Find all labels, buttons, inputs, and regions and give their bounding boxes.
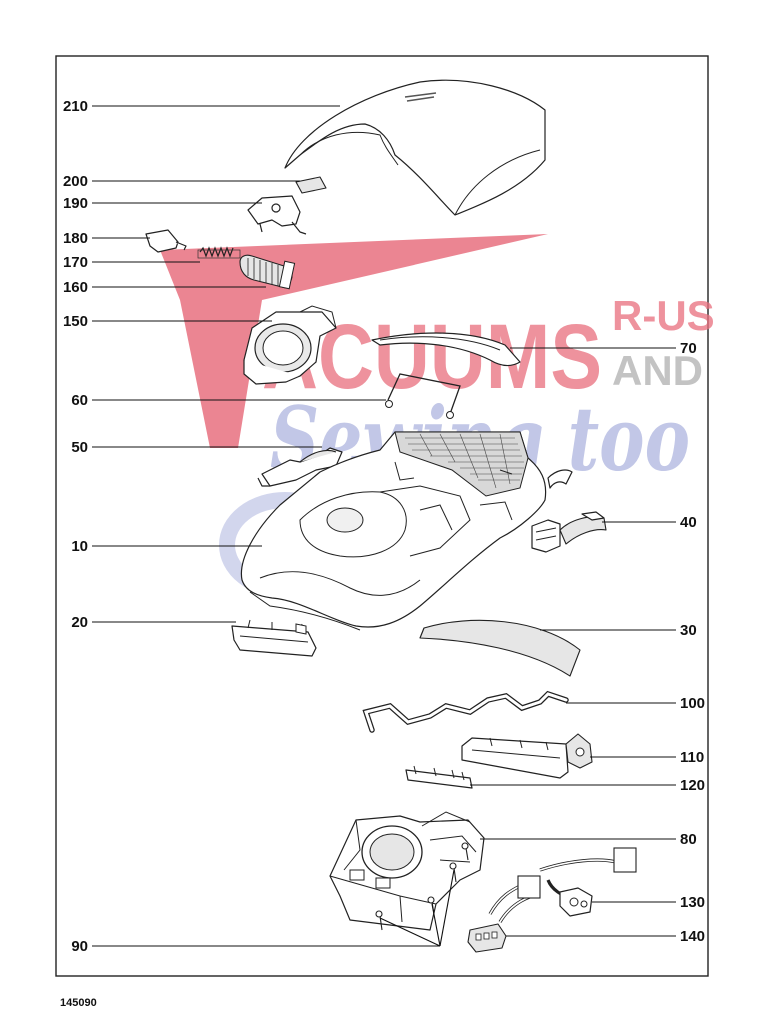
part-label-90: 90: [71, 938, 88, 955]
part-210-top-cover: [284, 79, 546, 216]
part-20-bracket: [231, 619, 317, 657]
part-label-100: 100: [680, 695, 705, 712]
part-80-base: [329, 811, 485, 931]
leader-line-90-branch-1: [431, 903, 441, 947]
part-label-50: 50: [71, 439, 88, 456]
part-40-clip: [531, 469, 607, 553]
part-50-latch: [257, 447, 343, 487]
part-label-10: 10: [71, 538, 88, 555]
diagram-code: 145090: [60, 997, 97, 1009]
part-10-main-body: [240, 431, 547, 631]
part-60-wire: [385, 373, 461, 419]
part-label-20: 20: [71, 614, 88, 631]
leader-line-90-branch-2: [439, 869, 455, 947]
part-label-30: 30: [680, 622, 697, 639]
part-190-latch: [247, 195, 307, 235]
watermark-brand-suffix-top: R-US: [612, 292, 715, 339]
part-150-housing: [243, 305, 337, 385]
part-label-170: 170: [63, 254, 88, 271]
part-180-button: [145, 229, 187, 253]
part-label-130: 130: [680, 894, 705, 911]
part-label-60: 60: [71, 392, 88, 409]
part-160-grip: [239, 254, 296, 290]
part-label-150: 150: [63, 313, 88, 330]
part-label-140: 140: [680, 928, 705, 945]
part-70-bumper: [371, 332, 521, 367]
part-110-rail: [461, 733, 593, 779]
part-130-connector: [539, 847, 637, 917]
leader-line-90-branch-0: [379, 917, 441, 947]
part-label-70: 70: [680, 340, 697, 357]
part-label-80: 80: [680, 831, 697, 848]
part-label-160: 160: [63, 279, 88, 296]
part-label-40: 40: [680, 514, 697, 531]
part-label-110: 110: [680, 749, 704, 766]
callout-labels: 210 200 190 180 170 160 150 70 60 50 40 10 20 30 100 11…: [63, 98, 705, 955]
part-label-210: 210: [63, 98, 88, 115]
part-label-120: 120: [680, 777, 705, 794]
part-label-180: 180: [63, 230, 88, 247]
part-30-filter: [419, 619, 581, 677]
part-200-pad: [295, 176, 327, 194]
part-100-tube: [362, 690, 569, 733]
part-label-190: 190: [63, 195, 88, 212]
part-label-200: 200: [63, 173, 88, 190]
part-120-strip: [405, 765, 473, 789]
part-140-terminal: [467, 875, 541, 953]
watermark-brand-suffix-bottom: AND: [612, 347, 703, 394]
diagram-frame: [55, 55, 709, 977]
part-170-spring: [197, 246, 241, 259]
